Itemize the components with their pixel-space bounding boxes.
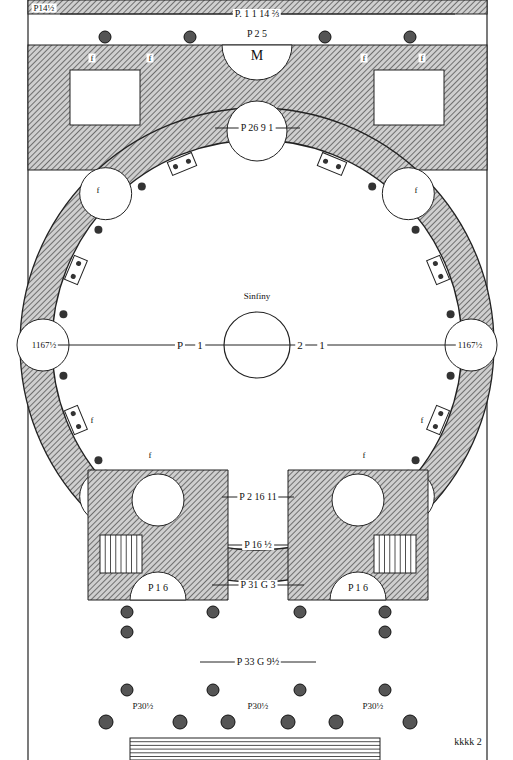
aedicula	[64, 405, 87, 434]
wall-mark: f	[89, 416, 96, 425]
aedicula	[64, 255, 87, 284]
room-letter: M	[249, 49, 265, 63]
dimension-label: P	[175, 340, 185, 351]
dimension-label: 1167½	[30, 341, 58, 350]
wall-mark: f	[419, 54, 426, 63]
column	[281, 715, 295, 729]
sheet-mark: kkkk 2	[452, 737, 484, 747]
dimension-label: P 16 ½	[242, 540, 274, 550]
column	[207, 606, 219, 618]
column	[99, 715, 113, 729]
column	[99, 31, 111, 43]
column	[403, 715, 417, 729]
column	[121, 684, 133, 696]
aedicula	[427, 255, 450, 284]
columns	[99, 31, 417, 729]
column	[121, 606, 133, 618]
dimension-label: P 1 6	[346, 583, 370, 593]
aedicula	[317, 152, 346, 175]
staircase	[100, 535, 142, 573]
dimension-label: 2	[295, 340, 305, 351]
dimension-label: 1167½	[456, 341, 484, 350]
column	[404, 31, 416, 43]
pier-niche	[332, 474, 384, 526]
column	[173, 715, 187, 729]
dimension-label: 1	[317, 340, 327, 351]
aedicula	[427, 405, 450, 434]
niche-column	[412, 226, 420, 234]
pier-niche	[130, 572, 186, 600]
wall-mark: f	[413, 186, 420, 195]
column	[379, 684, 391, 696]
niche-column	[59, 372, 67, 380]
niche-column	[412, 456, 420, 464]
column	[319, 31, 331, 43]
dimension-label: P 1 6	[146, 583, 170, 593]
column	[121, 626, 133, 638]
dimension-line	[52, 345, 462, 346]
rear-wall-mass	[28, 45, 487, 170]
staircase	[374, 535, 416, 573]
dimension-label: P 2 16 11	[237, 492, 278, 502]
pier-niche	[330, 572, 386, 600]
wall-niche	[382, 168, 434, 220]
wall-mark: f	[147, 451, 154, 460]
wall-mark: f	[89, 54, 96, 63]
wall-niche	[80, 168, 132, 220]
step-lines	[130, 742, 380, 757]
dimension-label: P 31 G 3	[239, 580, 278, 590]
wall-mark: f	[361, 54, 368, 63]
column	[379, 626, 391, 638]
column	[207, 684, 219, 696]
column	[294, 684, 306, 696]
niche-column	[447, 372, 455, 380]
column	[294, 606, 306, 618]
column	[329, 715, 343, 729]
dimension-label: P 26 9 1	[239, 123, 276, 133]
entrance-pier	[88, 470, 228, 600]
dimension-label: P30½	[131, 702, 156, 711]
dimension-label: 1	[195, 340, 205, 351]
niche-column	[447, 310, 455, 318]
pier-niche	[132, 474, 184, 526]
apse-niche	[222, 45, 292, 80]
side-room	[70, 70, 140, 125]
entrance-pier	[288, 470, 428, 600]
wall-mark: f	[419, 416, 426, 425]
column	[184, 31, 196, 43]
dimension-label: P 2 5	[245, 29, 269, 39]
column	[379, 606, 391, 618]
steps	[130, 738, 380, 760]
dimension-label: P30½	[246, 702, 271, 711]
column	[221, 715, 235, 729]
dimension-label: P14½	[32, 4, 57, 13]
stair-treads	[105, 535, 411, 573]
dimension-label: P. 1 1 14 ⅔	[233, 9, 281, 19]
wall-mark: f	[361, 451, 368, 460]
wall-mark: f	[147, 54, 154, 63]
dimension-label: P30½	[361, 702, 386, 711]
dimension-label: P 33 G 9½	[235, 657, 281, 667]
niche-column	[94, 226, 102, 234]
niche-column	[138, 182, 146, 190]
side-room	[374, 70, 444, 125]
aedicula	[167, 152, 196, 175]
inscription: Sinfiny	[242, 292, 273, 301]
wall-mark: f	[95, 186, 102, 195]
apse	[227, 101, 287, 161]
niche-column	[368, 182, 376, 190]
niche-column	[94, 456, 102, 464]
niche-column	[59, 310, 67, 318]
